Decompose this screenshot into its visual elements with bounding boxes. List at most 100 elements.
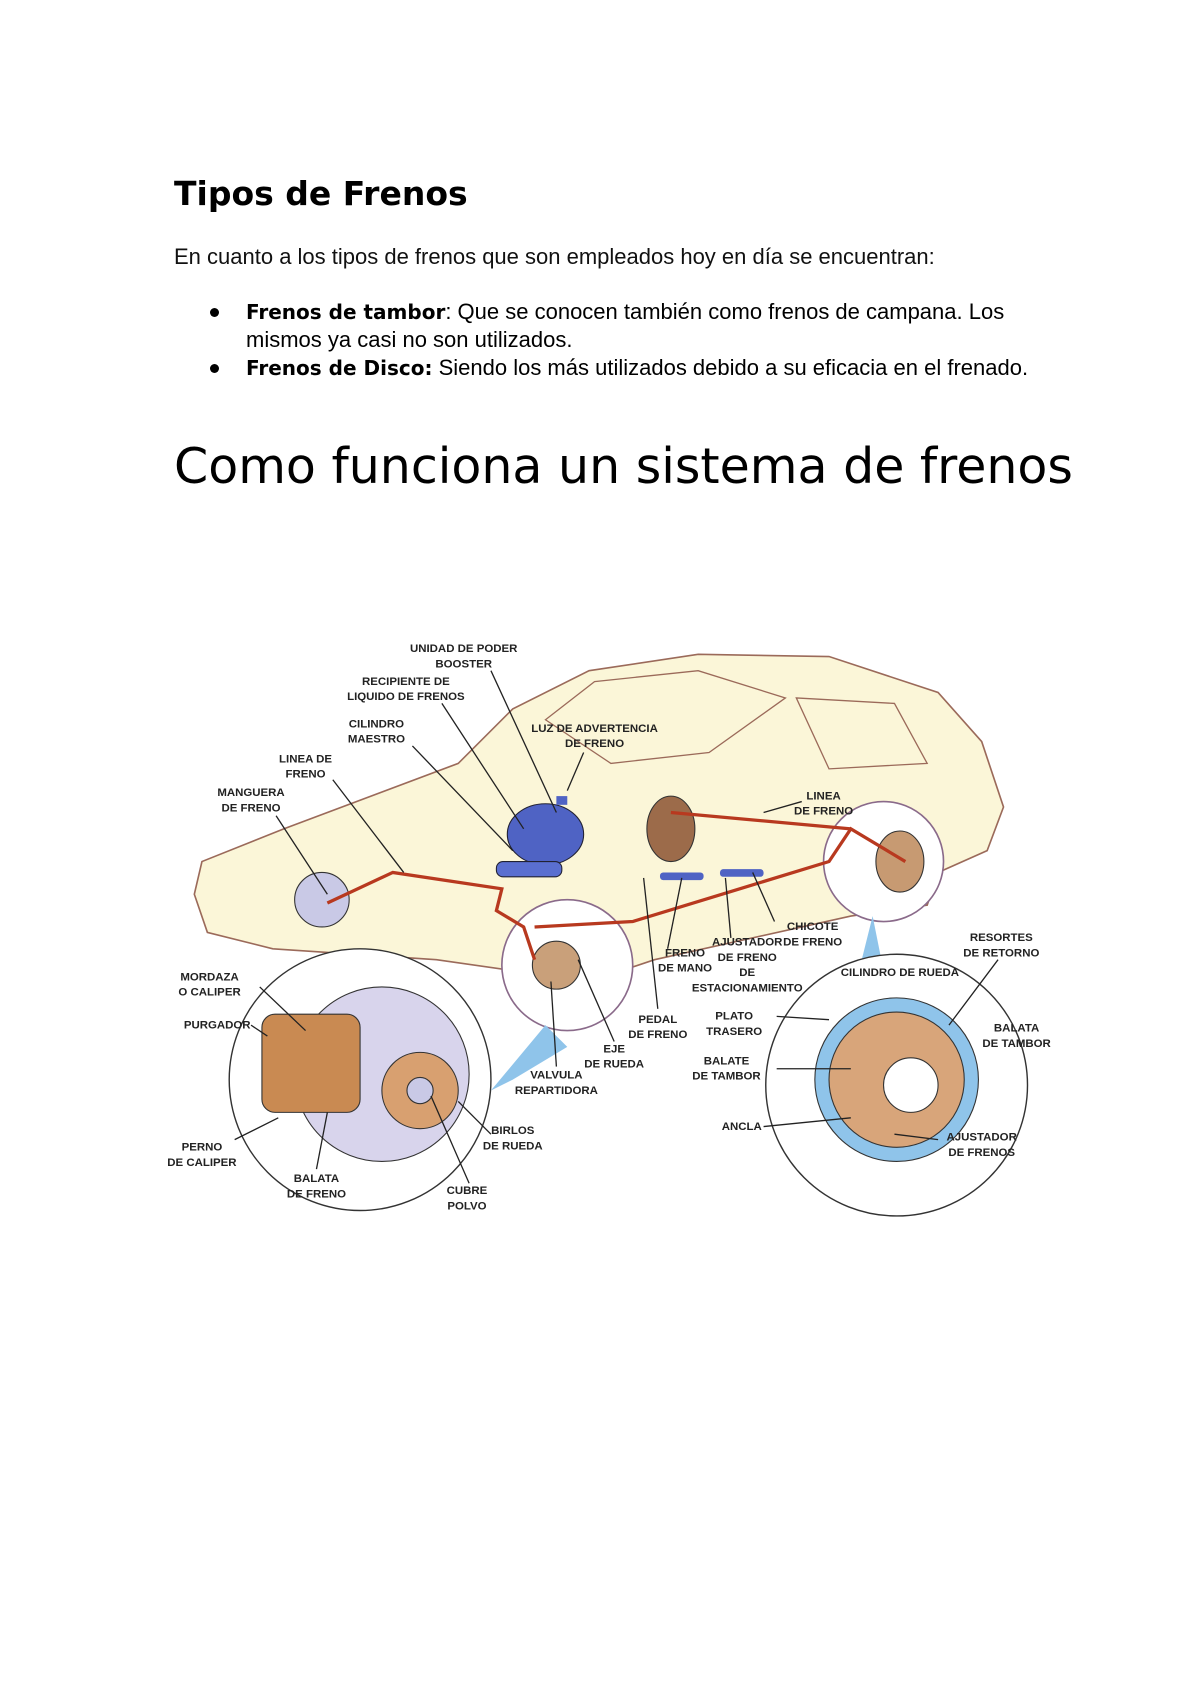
rear-drum-left: [646, 795, 696, 863]
label-wheel-studs: BIRLOS DE RUEDA: [483, 1125, 543, 1152]
label-line: DE FRENO: [287, 1188, 346, 1200]
label-line: FRENO: [665, 947, 705, 959]
label-line: LINEA: [806, 790, 840, 802]
label-parking-adjuster: AJUSTADOR DE FRENO DE ESTACIONAMIENTO: [692, 937, 803, 995]
label-line: BOOSTER: [435, 658, 492, 670]
list-item: Frenos de tambor: Que se conocen también…: [174, 298, 1054, 354]
label-line: AJUSTADOR: [712, 937, 783, 949]
hand-brake-lever: [659, 872, 704, 881]
label-line: CUBRE: [447, 1185, 488, 1197]
booster: [506, 803, 585, 866]
label-brake-adjuster: AJUSTADOR DE FRENOS: [947, 1132, 1018, 1159]
label-line: DE RUEDA: [584, 1059, 644, 1071]
master-cylinder: [495, 860, 563, 878]
label-line: DE RUEDA: [483, 1140, 543, 1152]
drum-center: [882, 1057, 939, 1113]
label-line: AJUSTADOR: [947, 1132, 1018, 1144]
inset-connector-front: [490, 1025, 568, 1091]
label-brake-line-front: LINEA DE FRENO: [279, 753, 332, 780]
label-line: DE FRENO: [221, 802, 280, 814]
bullet-icon: [210, 308, 219, 317]
rear-drum-right: [875, 830, 925, 893]
label-caliper-bolt: PERNO DE CALIPER: [167, 1142, 237, 1169]
list-item-term: Frenos de Disco:: [246, 356, 433, 380]
label-line: DE RETORNO: [963, 947, 1039, 959]
front-hub: [531, 940, 581, 990]
label-line: CILINDRO DE RUEDA: [841, 967, 959, 979]
label-booster: UNIDAD DE PODER BOOSTER: [410, 643, 518, 670]
section-title-como-funciona: Como funciona un sistema de frenos: [174, 438, 1073, 495]
label-caliper: MORDAZA O CALIPER: [178, 971, 241, 998]
label-line: MANGUERA: [217, 787, 284, 799]
brake-types-list: Frenos de tambor: Que se conocen también…: [174, 298, 1054, 382]
label-brake-pedal: PEDAL DE FRENO: [628, 1014, 687, 1041]
label-line: PURGADOR: [184, 1019, 251, 1031]
label-line: CILINDRO: [349, 718, 404, 730]
label-line: POLVO: [447, 1200, 486, 1212]
label-line: RESORTES: [970, 932, 1033, 944]
label-line: UNIDAD DE PODER: [410, 643, 518, 655]
label-dust-cover: CUBRE POLVO: [447, 1185, 488, 1212]
car-windows: [544, 670, 929, 770]
label-line: DE FRENO: [718, 952, 777, 964]
label-line: TRASERO: [706, 1026, 762, 1038]
label-line: BALATA: [294, 1173, 339, 1185]
list-item-text: Siendo los más utilizados debido a su ef…: [432, 355, 1029, 380]
label-line: CHICOTE: [787, 921, 839, 933]
list-item: Frenos de Disco: Siendo los más utilizad…: [174, 354, 1054, 382]
label-line: ANCLA: [722, 1121, 762, 1133]
intro-paragraph: En cuanto a los tipos de frenos que son …: [174, 244, 935, 269]
label-line: BALATE: [704, 1055, 750, 1067]
label-line: BIRLOS: [491, 1125, 535, 1137]
label-brake-line-rear: LINEA DE FRENO: [794, 790, 853, 817]
diagram-labels: UNIDAD DE PODER BOOSTER RECIPIENTE DE LIQUI…: [167, 643, 1051, 1212]
parking-adjuster-part: [719, 869, 764, 877]
label-reservoir: RECIPIENTE DE LIQUIDO DE FRENOS: [347, 676, 465, 703]
label-line: REPARTIDORA: [515, 1085, 598, 1097]
label-wheel-axle: EJE DE RUEDA: [584, 1043, 644, 1070]
label-line: ESTACIONAMIENTO: [692, 982, 803, 994]
label-line: O CALIPER: [178, 987, 241, 999]
caliper-body: [261, 1013, 361, 1113]
label-line: FRENO: [286, 769, 326, 781]
label-master-cylinder: CILINDRO MAESTRO: [348, 718, 405, 745]
label-line: DE MANO: [658, 963, 712, 975]
section-title-tipos-de-frenos: Tipos de Frenos: [174, 174, 468, 213]
label-line: DE FRENO: [565, 738, 624, 750]
label-line: MAESTRO: [348, 734, 405, 746]
label-line: LINEA DE: [279, 753, 332, 765]
label-line: DE FRENO: [783, 937, 842, 949]
label-proportioning-valve: VALVULA REPARTIDORA: [515, 1070, 598, 1097]
label-line: RECIPIENTE DE: [362, 676, 450, 688]
brake-line: [326, 810, 907, 961]
bullet-icon: [210, 364, 219, 373]
hub-center: [406, 1076, 434, 1105]
label-warning-light: LUZ DE ADVERTENCIA DE FRENO: [531, 723, 658, 750]
list-item-text: : Que se conocen también como frenos de …: [246, 299, 1005, 352]
label-line: VALVULA: [530, 1070, 582, 1082]
label-line: DE TAMBOR: [982, 1038, 1051, 1050]
label-line: PLATO: [715, 1011, 753, 1023]
label-line: LIQUIDO DE FRENOS: [347, 691, 465, 703]
warning-light: [556, 796, 568, 805]
label-line: DE: [739, 967, 755, 979]
leader-lines: [234, 670, 999, 1184]
car-body: [193, 653, 1005, 983]
label-line: DE FRENOS: [948, 1147, 1015, 1159]
label-line: DE FRENO: [628, 1029, 687, 1041]
label-bleeder: PURGADOR: [184, 1019, 251, 1031]
label-line: DE TAMBOR: [692, 1071, 761, 1083]
label-line: LUZ DE ADVERTENCIA: [531, 723, 658, 735]
label-line: PEDAL: [638, 1014, 677, 1026]
label-line: DE FRENO: [794, 806, 853, 818]
label-brake-cable: CHICOTE DE FRENO: [783, 921, 842, 948]
label-brake-hose: MANGUERA DE FRENO: [217, 787, 284, 814]
label-brake-pad: BALATA DE FRENO: [287, 1173, 346, 1200]
label-line: MORDAZA: [180, 971, 238, 983]
label-line: PERNO: [182, 1142, 223, 1154]
label-drum-lining-left: BALATE DE TAMBOR: [692, 1055, 761, 1082]
label-hand-brake: FRENO DE MANO: [658, 947, 712, 974]
label-line: EJE: [603, 1043, 625, 1055]
label-line: DE CALIPER: [167, 1157, 237, 1169]
